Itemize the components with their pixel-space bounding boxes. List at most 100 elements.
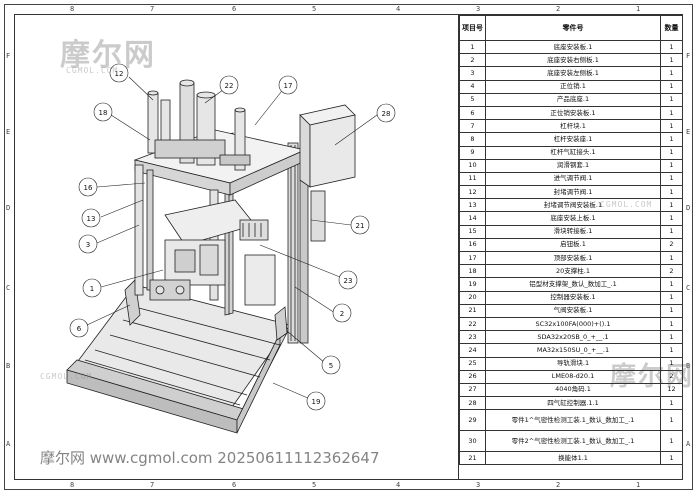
- zone-label: 1: [636, 5, 641, 13]
- bom-cell-qty: 1: [660, 211, 683, 226]
- zone-label: F: [686, 52, 691, 60]
- bom-cell-qty: 1: [660, 250, 683, 266]
- bom-cell-part-no: 底座安装左侧板.1: [485, 66, 661, 81]
- bom-cell-qty: 1: [660, 451, 683, 466]
- top-cylinders: [147, 79, 251, 171]
- zone-label: 5: [312, 481, 317, 489]
- bom-cell-item-no: 14: [459, 211, 486, 226]
- zone-label: C: [686, 284, 691, 292]
- callout-number: 6: [77, 325, 82, 333]
- zone-label: E: [6, 128, 11, 136]
- bom-cell-item-no: 21: [459, 303, 486, 318]
- bom-cell-item-no: 15: [459, 224, 486, 239]
- bom-cell-qty: 1: [660, 303, 683, 318]
- bom-cell-qty: 12: [660, 382, 683, 398]
- zone-label: A: [686, 440, 691, 448]
- bom-cell-part-no: 杠杆块.1: [485, 119, 661, 134]
- callout-number: 16: [84, 184, 93, 192]
- bom-cell-item-no: 28: [459, 396, 486, 411]
- zone-label: 7: [150, 5, 155, 13]
- bom-cell-qty: 1: [660, 330, 683, 345]
- zone-label: 7: [150, 481, 155, 489]
- bom-cell-part-no: 润滑钢套.1: [485, 158, 661, 173]
- bom-cell-part-no: 铝型材支撑架_数认_数加工_.1: [485, 277, 661, 292]
- bom-cell-part-no: 正位销.1: [485, 79, 661, 94]
- outer-border: [4, 4, 693, 490]
- assembly-isometric-view: 12 22 17 18 28 16 13 3 21 1 23 6 2 5 19: [66, 63, 396, 434]
- bom-cell-item-no: 24: [459, 343, 486, 358]
- bom-cell-qty: 2: [660, 264, 683, 279]
- bom-cell-item-no: 3: [459, 66, 486, 81]
- bom-cell-qty: 1: [660, 145, 683, 160]
- controller-box: [299, 104, 356, 242]
- bom-cell-part-no: 滑块转接板.1: [485, 224, 661, 239]
- bom-cell-qty: 1: [660, 290, 683, 305]
- bom-cell-qty: 1: [660, 277, 683, 292]
- zone-label: A: [6, 440, 11, 448]
- callout-number: 22: [225, 82, 234, 90]
- watermark-site: CGMOL.COM: [40, 372, 93, 381]
- zone-label: F: [6, 52, 11, 60]
- bom-cell-qty: 1: [660, 185, 683, 200]
- callout-number: 28: [382, 110, 391, 118]
- bom-cell-item-no: 12: [459, 185, 486, 200]
- zone-label: 8: [70, 481, 75, 489]
- bom-cell-qty: 1: [660, 396, 683, 411]
- callout-number: 1: [90, 285, 94, 293]
- bom-cell-item-no: 11: [459, 171, 486, 187]
- zone-label: 2: [556, 5, 561, 13]
- bom-cell-part-no: 4040角码.1: [485, 382, 661, 398]
- bom-cell-part-no: 进气调节阀.1: [485, 171, 661, 187]
- bom-cell-item-no: 30: [459, 430, 486, 453]
- bom-cell-part-no: 封堵调节阀.1: [485, 185, 661, 200]
- callout-number: 13: [87, 215, 96, 223]
- bom-cell-item-no: 29: [459, 409, 486, 432]
- zone-label: 2: [556, 481, 561, 489]
- bom-cell-part-no: 气阀安装板.1: [485, 303, 661, 318]
- bom-cell-item-no: 1: [459, 39, 486, 55]
- zone-label: 1: [636, 481, 641, 489]
- bom-cell-item-no: 16: [459, 237, 486, 253]
- bom-cell-part-no: 底座安装右侧板.1: [485, 53, 661, 68]
- callout-number: 23: [344, 277, 353, 285]
- bom-cell-part-no: MA32x150SU_0_+__.1: [485, 343, 661, 358]
- bom-cell-item-no: 19: [459, 277, 486, 292]
- bom-cell-qty: 1: [660, 356, 683, 371]
- bom-header-qty: 数量: [660, 15, 683, 41]
- bom-cell-part-no: 底座安装上板.1: [485, 211, 661, 226]
- bom-cell-item-no: 26: [459, 369, 486, 384]
- bom-cell-part-no: 换能体1.1: [485, 451, 661, 466]
- zone-label: 4: [396, 5, 401, 13]
- callout-number: 18: [99, 109, 108, 117]
- bom-cell-part-no: 封堵调节阀安装板.1: [485, 198, 661, 213]
- bom-cell-item-no: 4: [459, 79, 486, 94]
- callout-number: 19: [312, 398, 321, 406]
- callout-number: 12: [115, 70, 124, 78]
- bom-cell-part-no: 零件2^气密性检测工装.1_数认_数加工_.1: [485, 430, 661, 453]
- bom-cell-qty: 1: [660, 224, 683, 239]
- bom-cell-qty: 1: [660, 343, 683, 358]
- bom-cell-item-no: 17: [459, 250, 486, 266]
- base-frame: [66, 279, 292, 434]
- bom-cell-qty: 1: [660, 66, 683, 81]
- bom-cell-part-no: 20支撑柱.1: [485, 264, 661, 279]
- bom-cell-part-no: 产品底座.1: [485, 92, 661, 107]
- zone-label: C: [6, 284, 11, 292]
